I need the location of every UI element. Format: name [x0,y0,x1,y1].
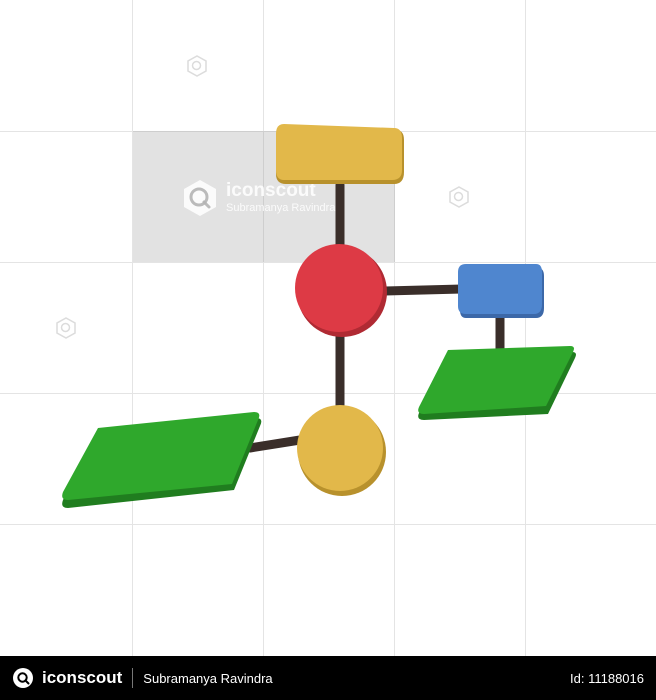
grid-line [0,393,656,394]
footer-bar: iconscout Subramanya Ravindra Id: 111880… [0,656,656,700]
grid-line [525,0,526,656]
grid-line [394,0,395,656]
blue-rect-node [458,264,544,318]
iconscout-logo-icon [184,180,216,216]
watermark-author: Subramanya Ravindra [226,202,336,214]
watermark-small-icon [56,317,76,339]
green-parallelogram-right [418,346,576,420]
image-canvas: iconscout Subramanya Ravindra [0,0,656,656]
green-parallelogram-left [62,412,262,508]
red-circle-node [295,244,387,337]
grid-line [0,524,656,525]
yellow-rect-node [276,124,404,184]
footer-asset-id: Id: 11188016 [570,670,644,686]
iconscout-logo-icon [13,668,33,688]
footer-author: Subramanya Ravindra [143,670,273,686]
connector-lines [245,180,505,453]
yellow-circle-node [297,405,386,496]
grid-line [263,0,264,656]
watermark-small-icon [449,186,469,208]
footer-brand: iconscout [42,668,123,687]
grid-line [132,0,133,656]
watermark-small-icon [187,55,207,77]
watermark-brand: iconscout [226,180,316,201]
footer-divider [132,668,134,688]
flowchart-illustration [62,124,576,508]
